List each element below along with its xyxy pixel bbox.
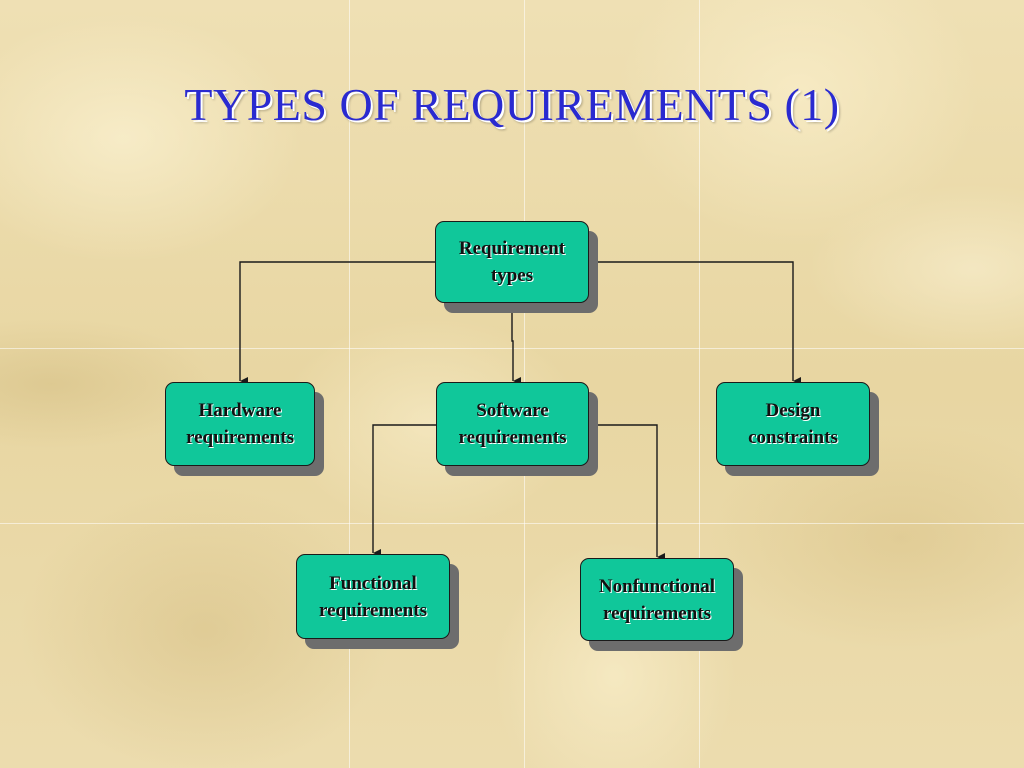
edge-root-design [588,261,801,385]
node-design-constraints[interactable]: Design constraints [716,382,870,466]
slide-title: TYPES OF REQUIREMENTS (1) [184,79,840,130]
node-hardware-requirements[interactable]: Hardware requirements [165,382,315,466]
edge-software-functional [372,424,437,557]
node-nonfunctional-requirements[interactable]: Nonfunctional requirements [580,558,734,641]
edge-software-nonfunctional [589,424,665,561]
edge-root-software [511,303,521,385]
edge-root-hardware [239,261,436,385]
node-software-requirements[interactable]: Software requirements [436,382,589,466]
node-functional-requirements[interactable]: Functional requirements [296,554,450,639]
node-requirement-types[interactable]: Requirement types [435,221,589,303]
